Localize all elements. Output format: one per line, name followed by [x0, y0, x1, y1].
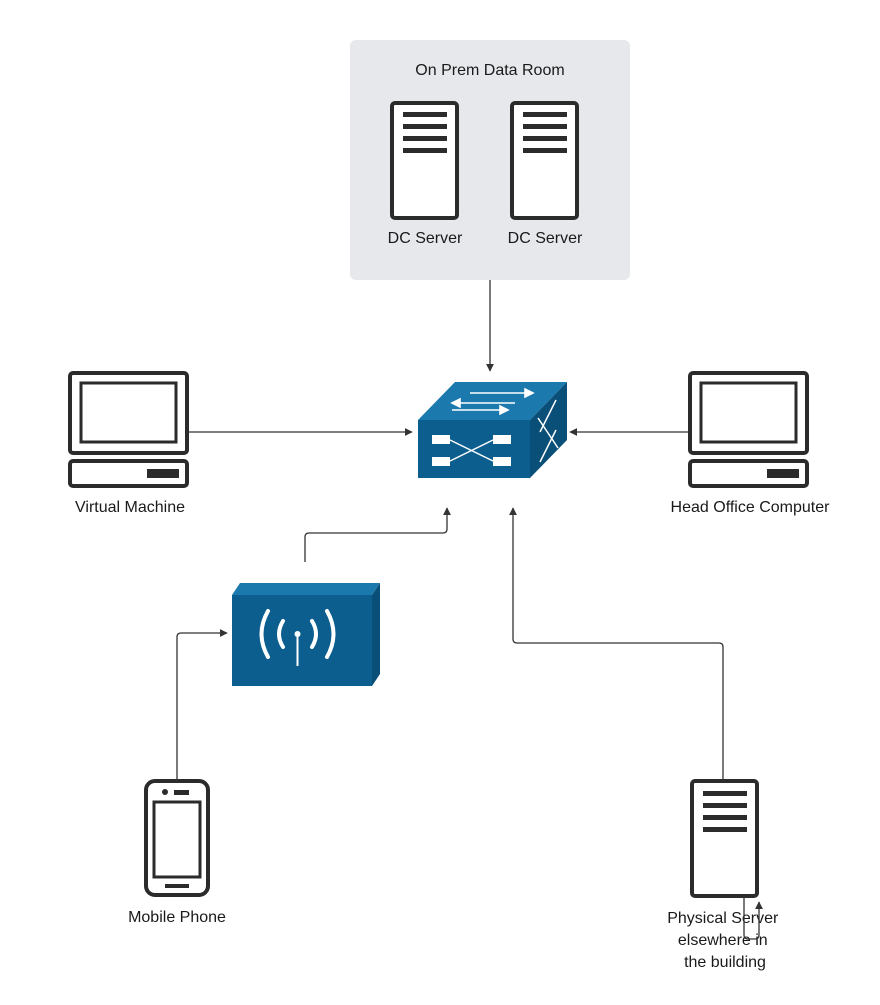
server-icon	[510, 101, 579, 220]
physical-server-label-line-2: elsewhere in	[678, 932, 768, 949]
network-switch[interactable]	[418, 382, 567, 478]
computer-icon	[68, 371, 189, 488]
connector-physicalserver-loop[interactable]	[743, 896, 763, 940]
connectors	[176, 280, 763, 940]
head-office-computer-label: Head Office Computer	[671, 499, 831, 516]
head-office-computer[interactable]: Head Office Computer	[671, 371, 831, 516]
wireless-access-point[interactable]	[232, 583, 380, 686]
physical-server-label-line-3: the building	[684, 954, 766, 971]
physical-server-label: Physical Server elsewhere in the buildin…	[667, 910, 783, 971]
connector-wap-switch[interactable]	[304, 507, 451, 562]
mobile-phone[interactable]: Mobile Phone	[128, 779, 226, 926]
wireless-access-point-icon	[232, 583, 380, 686]
virtual-machine[interactable]: Virtual Machine	[68, 371, 189, 516]
dc-server-label: DC Server	[388, 230, 463, 247]
connector-phone-wap[interactable]	[176, 629, 228, 781]
switch-icon	[418, 382, 567, 478]
mobile-phone-label: Mobile Phone	[128, 909, 226, 926]
virtual-machine-label: Virtual Machine	[75, 499, 185, 516]
server-icon	[390, 101, 459, 220]
physical-server[interactable]: Physical Server elsewhere in the buildin…	[667, 779, 783, 971]
data-room-title: On Prem Data Room	[415, 62, 564, 79]
dc-server-1[interactable]: DC Server	[388, 101, 463, 247]
dc-server-label: DC Server	[508, 230, 583, 247]
computer-icon	[688, 371, 809, 488]
server-icon	[690, 779, 759, 898]
connector-physicalserver-switch[interactable]	[509, 507, 724, 781]
dc-server-2[interactable]: DC Server	[508, 101, 583, 247]
physical-server-label-line-1: Physical Server	[667, 910, 779, 927]
mobile-phone-icon	[144, 779, 210, 897]
